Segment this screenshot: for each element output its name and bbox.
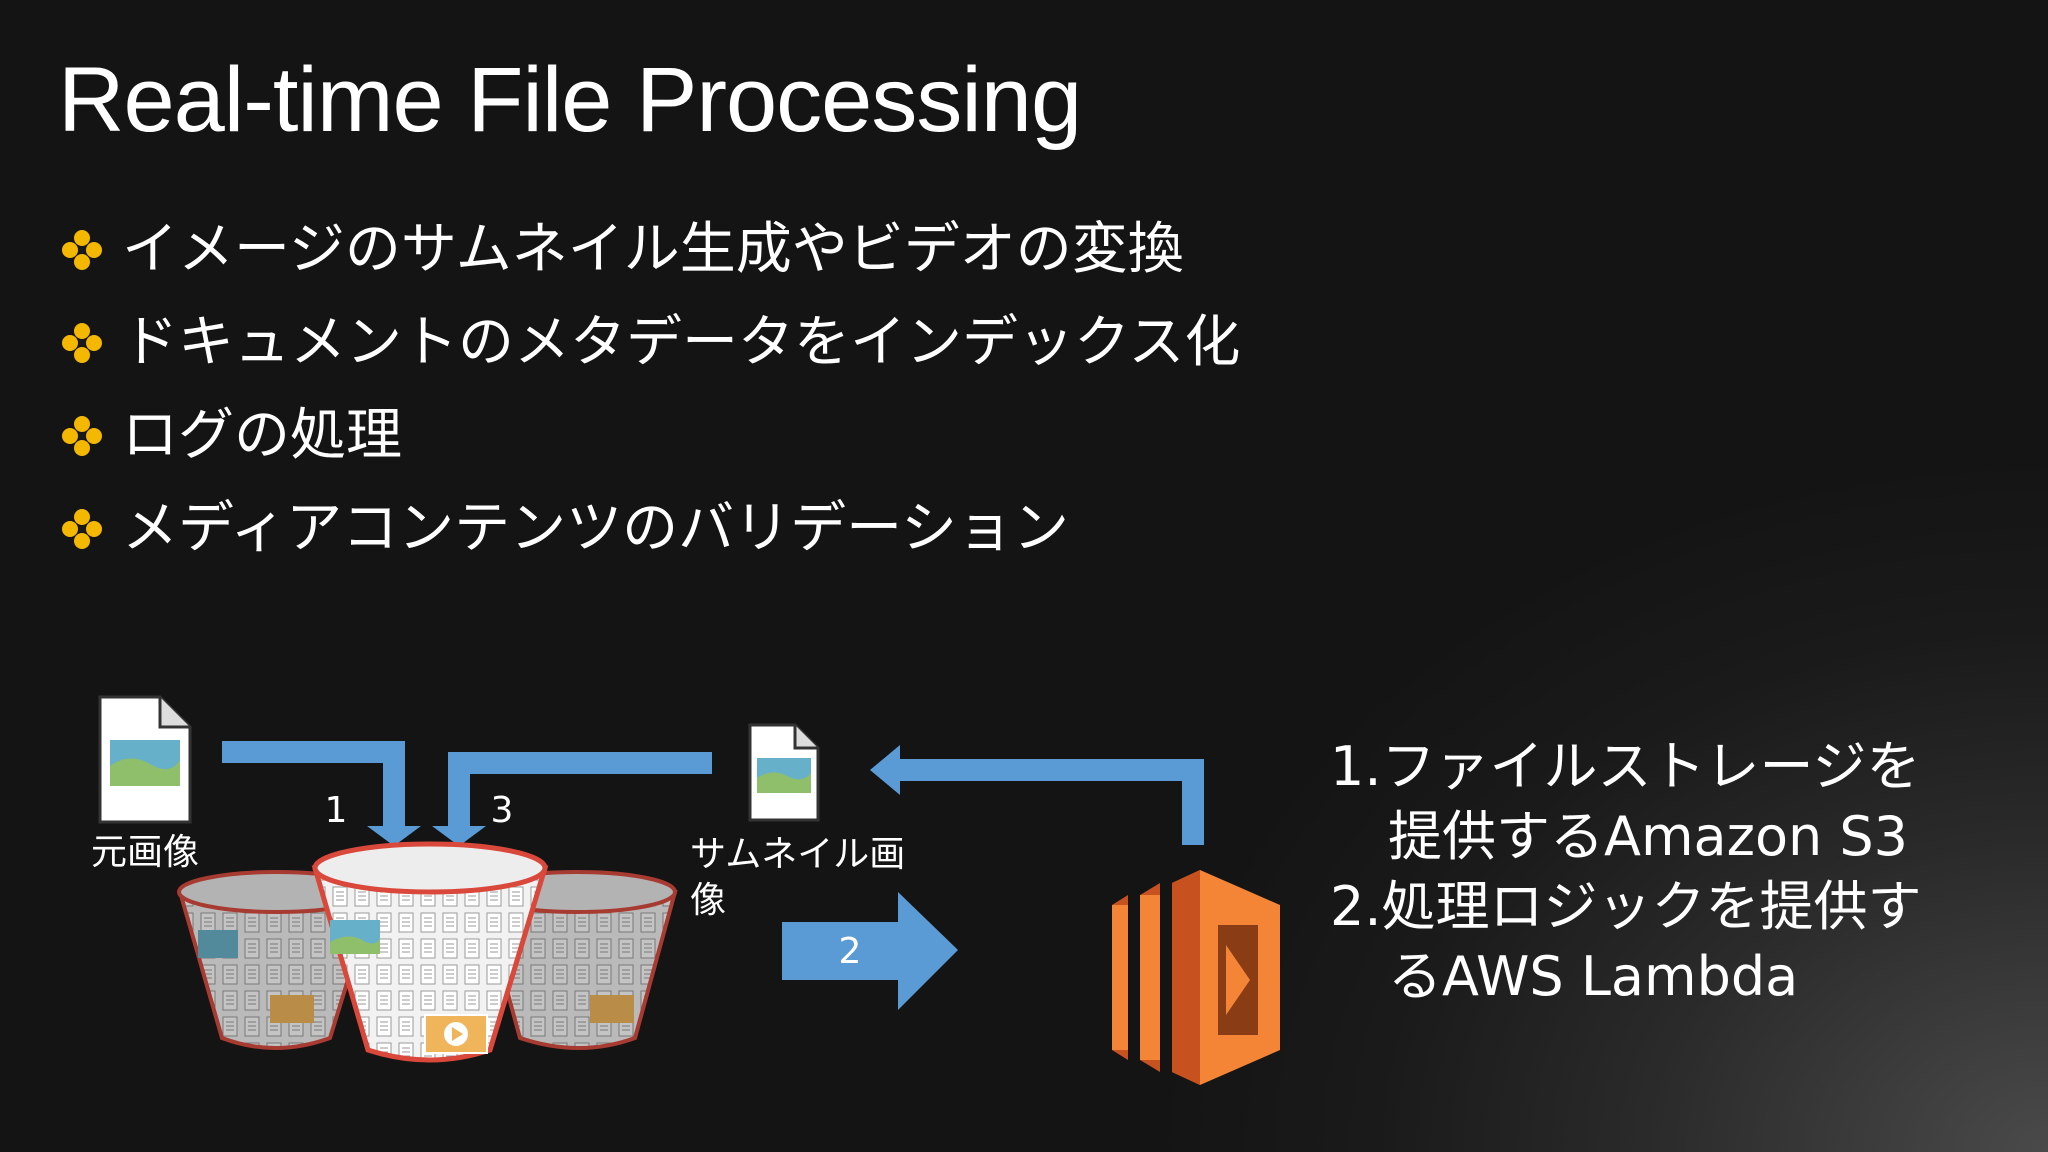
lambda-output-arrow bbox=[900, 759, 1204, 845]
clover-bullet-icon bbox=[62, 230, 102, 270]
clover-bullet-icon bbox=[62, 416, 102, 456]
note-line-4: るAWS Lambda bbox=[1388, 945, 1799, 1008]
step-2-label: 2 bbox=[839, 931, 862, 972]
upload-arrowhead bbox=[367, 826, 421, 846]
bullet-item: イメージのサムネイル生成やビデオの変換 bbox=[58, 214, 1240, 307]
trigger-arrow bbox=[782, 892, 958, 1010]
lambda-output-arrowhead bbox=[870, 745, 900, 795]
note-line-2: 提供するAmazon S3 bbox=[1388, 805, 1909, 868]
clover-bullet-icon bbox=[62, 509, 102, 549]
thumbnail-store-arrow bbox=[448, 752, 712, 832]
note-line-1: 1.ファイルストレージを bbox=[1330, 735, 1921, 798]
bullet-text: ログの処理 bbox=[122, 403, 402, 468]
bullet-item: ドキュメントのメタデータをインデックス化 bbox=[58, 307, 1240, 400]
thumbnail-store-arrowhead bbox=[432, 826, 486, 846]
upload-arrow bbox=[222, 741, 405, 832]
original-image-label: 元画像 bbox=[91, 832, 199, 873]
bullet-list: イメージのサムネイル生成やビデオの変換 ドキュメントのメタデータをインデックス化… bbox=[58, 214, 1240, 586]
bullet-item: メディアコンテンツのバリデーション bbox=[58, 493, 1240, 586]
bullet-text: メディアコンテンツのバリデーション bbox=[122, 496, 1069, 561]
thumbnail-label-line2: 像 bbox=[690, 880, 726, 921]
thumbnail-file-icon bbox=[748, 723, 820, 822]
note-line-3: 2.処理ロジックを提供す bbox=[1330, 875, 1922, 938]
clover-bullet-icon bbox=[62, 323, 102, 363]
thumbnail-label-line1: サムネイル画 bbox=[690, 834, 905, 875]
aws-lambda-icon bbox=[1112, 870, 1280, 1085]
step-3-label: 3 bbox=[491, 790, 514, 831]
step-1-label: 1 bbox=[325, 790, 348, 831]
notes-block: 1.ファイルストレージを 提供するAmazon S3 2.処理ロジックを提供す … bbox=[1330, 732, 1922, 1012]
bullet-item: ログの処理 bbox=[58, 400, 1240, 493]
s3-bucket-icon bbox=[311, 841, 549, 1063]
image-file-icon bbox=[98, 695, 192, 824]
bullet-text: イメージのサムネイル生成やビデオの変換 bbox=[122, 217, 1184, 282]
slide-title: Real-time File Processing bbox=[58, 49, 1082, 151]
bullet-text: ドキュメントのメタデータをインデックス化 bbox=[122, 310, 1241, 375]
